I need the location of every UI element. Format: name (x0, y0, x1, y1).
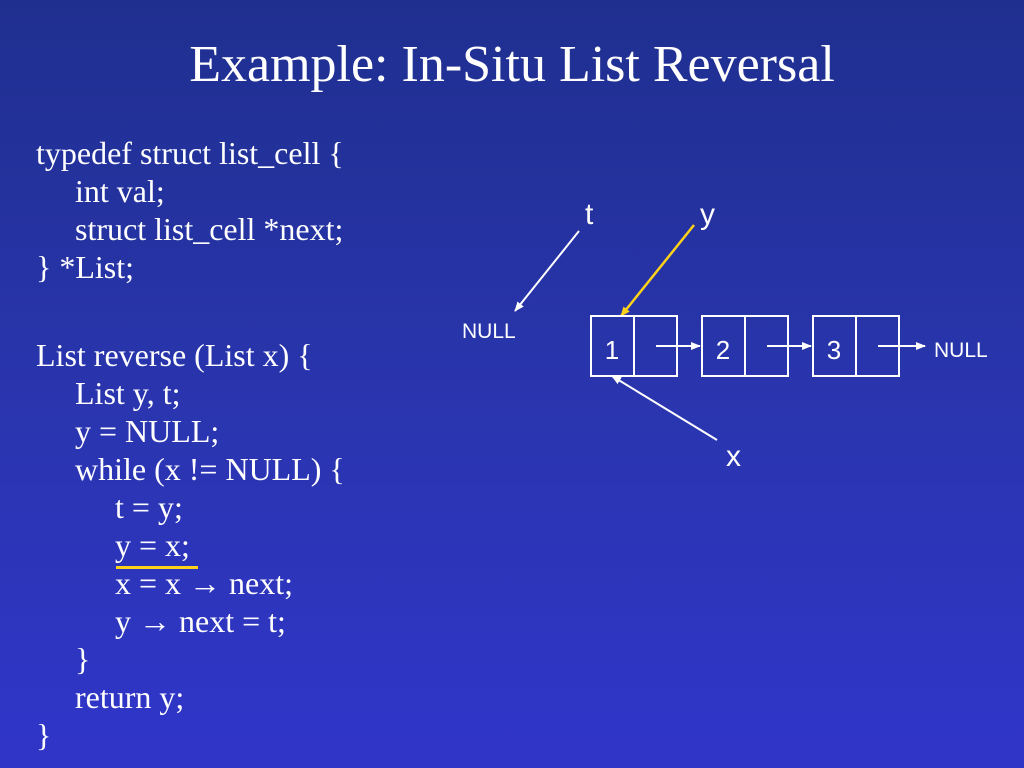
list-cell-2: 2 (701, 315, 789, 377)
pointer-x-label: x (726, 440, 741, 473)
code-line: } *List; (36, 249, 135, 285)
code-line: t = y; (115, 489, 183, 525)
slide-title: Example: In-Situ List Reversal (189, 36, 835, 93)
code-line: typedef struct list_cell { (36, 135, 344, 171)
code-line: y = NULL; (75, 413, 220, 449)
y-pointer-arrow (620, 224, 695, 317)
code-line: return y; (75, 679, 185, 715)
highlight-underline (116, 566, 198, 569)
code-line: } (36, 717, 52, 753)
code-line-highlighted: y = x; (115, 527, 190, 563)
code-line: List y, t; (75, 375, 181, 411)
function-code-block: List reverse (List x) { List y, t; y = N… (36, 336, 345, 754)
code-line: } (75, 641, 91, 677)
null-left-label: NULL (462, 320, 516, 343)
code-line: x = x → next; (115, 565, 294, 601)
cell-value: 1 (605, 335, 619, 365)
null-right-label: NULL (934, 339, 988, 362)
code-line: int val; (75, 173, 165, 209)
cell-value: 2 (716, 335, 730, 365)
code-line: y → next = t; (115, 603, 286, 639)
cell-value: 3 (827, 335, 841, 365)
typedef-code-block: typedef struct list_cell { int val; stru… (36, 134, 344, 286)
pointer-t-label: t (585, 198, 594, 231)
pointer-y-label: y (700, 198, 715, 231)
t-pointer-arrow (514, 230, 580, 312)
code-line: while (x != NULL) { (75, 451, 345, 487)
code-line: struct list_cell *next; (75, 211, 344, 247)
x-pointer-arrow (611, 375, 718, 441)
code-line: List reverse (List x) { (36, 337, 313, 373)
